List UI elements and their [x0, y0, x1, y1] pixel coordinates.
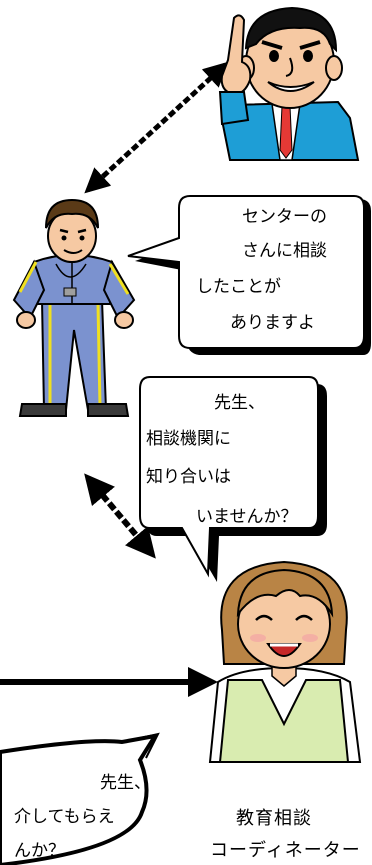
bubble-middle-line-3: 知り合いは: [146, 467, 231, 487]
bubble-top-line-4: ありますよ: [230, 313, 315, 333]
arrow-middle: [84, 473, 156, 559]
bubble-top-line-1: センターの: [242, 207, 327, 227]
bubble-middle-line-2: 相談機関に: [146, 429, 231, 449]
bubble-bottom-line-3: んか？: [14, 841, 65, 861]
role-label-line-2: コーディネーター: [210, 840, 361, 861]
speech-bubble-middle: [139, 376, 327, 582]
speech-bubble-bottom: [0, 732, 160, 865]
speech-bubble-top: [127, 195, 371, 355]
role-label-line-1: 教育相談: [236, 808, 312, 829]
teacher-in-tracksuit: [12, 198, 136, 417]
bubble-middle-line-1: 先生、: [214, 393, 265, 413]
bubble-middle-line-4: いませんか？: [196, 507, 298, 527]
man-in-suit: [218, 6, 360, 161]
bubble-top-line-3: したことが: [196, 277, 281, 297]
bubble-bottom-line-2: 介してもらえ: [14, 807, 115, 827]
education-coordinator: [208, 560, 362, 763]
arrow-top: [84, 61, 229, 194]
bubble-top-line-2: さんに相談: [242, 241, 327, 261]
bubble-bottom-line-1: 先生、: [100, 773, 151, 793]
